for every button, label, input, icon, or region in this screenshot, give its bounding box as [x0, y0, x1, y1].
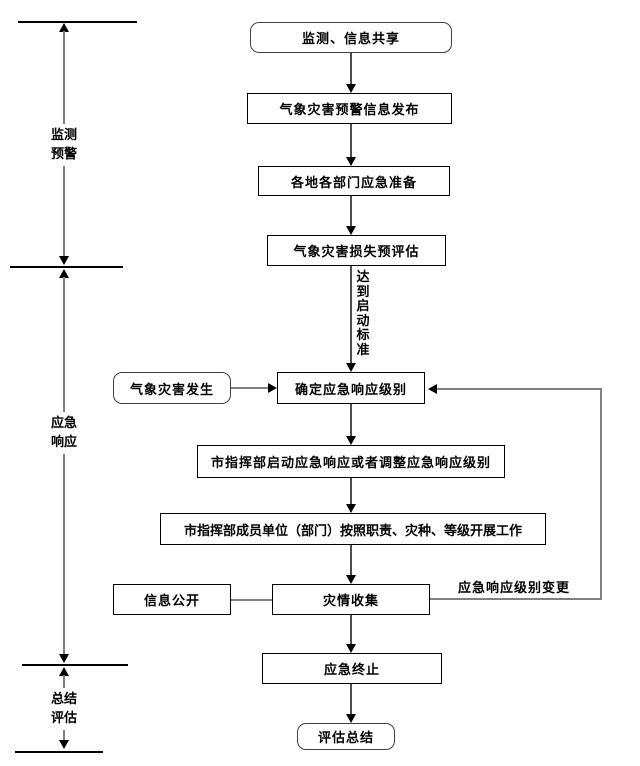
node-info-public: 信息公开: [113, 584, 231, 615]
phase-label-monitoring-line2: 预警: [50, 147, 77, 162]
phase1-arrowhead-down: [59, 256, 69, 265]
connector-2-arrowhead: [346, 157, 356, 166]
phase3-arrowhead-up: [59, 667, 69, 676]
phase-label-monitoring-line1: 监测: [50, 128, 77, 143]
connector-info-line: [231, 599, 272, 601]
connector-1-arrowhead: [346, 84, 356, 93]
feedback-arrowhead: [428, 384, 437, 394]
node-loss-preassess: 气象灾害损失预评估: [267, 235, 446, 266]
phase2-arrowhead-down: [59, 654, 69, 663]
connector-8-arrowhead: [346, 644, 356, 653]
feedback-bottom-line: [430, 598, 602, 600]
phase-label-response-line2: 响应: [50, 435, 77, 450]
phase-tick-top: [18, 21, 137, 23]
phase-tick-3: [22, 664, 128, 666]
node-start-adjust: 市指挥部启动应急响应或者调整应急响应级别: [197, 445, 505, 478]
node-disaster-collect: 灾情收集: [272, 584, 430, 615]
feedback-top-line: [437, 388, 600, 390]
phase-label-evaluation: 总结 评估: [43, 688, 85, 730]
node-determine-level: 确定应急响应级别: [277, 372, 425, 404]
feedback-vertical-line: [600, 388, 602, 600]
connector-1-line: [350, 53, 352, 85]
phase2-arrowhead-up: [59, 269, 69, 278]
node-disaster-occur: 气象灾害发生: [113, 372, 231, 404]
phase3-arrowhead-down: [59, 740, 69, 749]
node-warning-release: 气象灾害预警信息发布: [247, 93, 452, 124]
connector-6-arrowhead: [346, 504, 356, 513]
connector-6-line: [350, 478, 352, 504]
phase-label-response: 应急 响应: [43, 412, 85, 454]
phase-label-evaluation-line1: 总结: [50, 692, 77, 707]
phase-label-response-line1: 应急: [50, 416, 77, 431]
phase-tick-bottom: [15, 751, 103, 753]
phase2-axis-line: [63, 277, 65, 655]
node-monitor-share: 监测、信息共享: [250, 22, 452, 53]
connector-7-line: [350, 545, 352, 575]
connector-4-arrowhead: [346, 363, 356, 372]
node-members-work: 市指挥部成员单位（部门）按照职责、灾种、等级开展工作: [160, 513, 546, 545]
phase-tick-2: [10, 266, 123, 268]
connector-2-line: [350, 124, 352, 157]
phase-label-monitoring: 监测 预警: [43, 124, 85, 166]
connector-occur-line: [231, 387, 269, 389]
connector-5-line: [350, 404, 352, 436]
connector-3-arrowhead: [346, 226, 356, 235]
connector-9-line: [350, 684, 352, 714]
connector-4-line: [350, 266, 352, 363]
node-evaluate-summary: 评估总结: [297, 723, 395, 750]
connector-3-line: [350, 196, 352, 226]
node-emergency-end: 应急终止: [262, 653, 442, 684]
connector-8-line: [350, 615, 352, 644]
connector-7-arrowhead: [346, 575, 356, 584]
connector-9-arrowhead: [346, 714, 356, 723]
connector-5-arrowhead: [346, 436, 356, 445]
phase1-arrowhead-up: [59, 23, 69, 32]
phase-label-evaluation-line2: 评估: [50, 711, 77, 726]
edge-label-reach-criteria: 达到启动标准: [356, 270, 370, 358]
node-dept-prepare: 各地各部门应急准备: [258, 166, 450, 196]
connector-occur-arrowhead: [268, 383, 277, 393]
edge-label-level-change: 应急响应级别变更: [458, 577, 571, 596]
